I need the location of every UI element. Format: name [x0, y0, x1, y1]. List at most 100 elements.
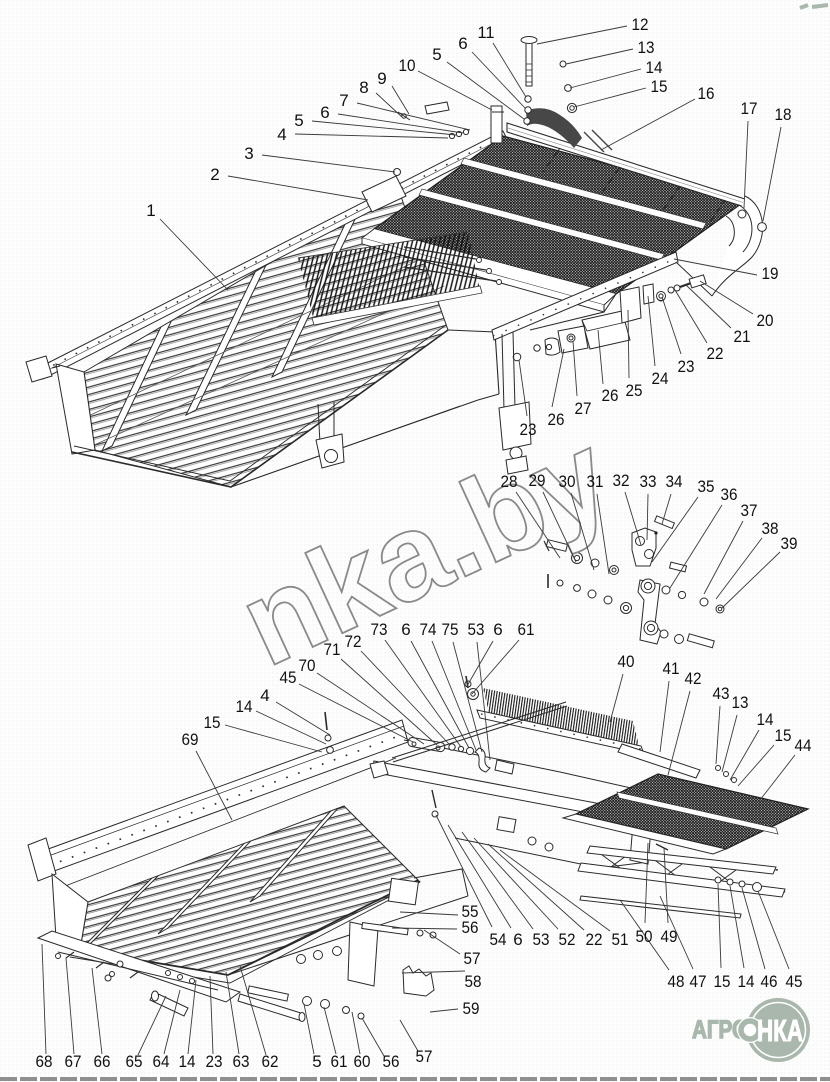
- svg-text:31: 31: [587, 472, 604, 491]
- svg-text:20: 20: [757, 311, 774, 330]
- svg-text:50: 50: [636, 927, 653, 946]
- svg-text:56: 56: [462, 918, 479, 937]
- svg-text:57: 57: [464, 949, 481, 968]
- svg-text:19: 19: [762, 264, 779, 283]
- svg-text:71: 71: [324, 640, 341, 659]
- svg-text:14: 14: [179, 1052, 196, 1071]
- svg-text:7: 7: [339, 91, 348, 110]
- svg-text:10: 10: [399, 56, 416, 75]
- svg-text:66: 66: [94, 1052, 111, 1071]
- svg-text:8: 8: [359, 78, 368, 97]
- svg-text:60: 60: [354, 1052, 371, 1071]
- svg-text:23: 23: [520, 420, 537, 439]
- svg-text:41: 41: [663, 659, 680, 678]
- svg-text:45: 45: [280, 668, 297, 687]
- svg-text:75: 75: [442, 620, 459, 639]
- svg-text:38: 38: [762, 519, 779, 538]
- svg-text:74: 74: [420, 620, 437, 639]
- svg-text:6: 6: [513, 930, 522, 949]
- svg-text:67: 67: [65, 1052, 82, 1071]
- svg-text:40: 40: [618, 652, 635, 671]
- svg-text:4: 4: [277, 125, 286, 144]
- svg-text:17: 17: [741, 99, 758, 118]
- svg-text:33: 33: [640, 472, 657, 491]
- svg-text:45: 45: [786, 972, 803, 991]
- svg-text:73: 73: [371, 620, 388, 639]
- svg-text:НКА: НКА: [757, 1013, 803, 1048]
- svg-text:49: 49: [661, 927, 678, 946]
- svg-text:6: 6: [493, 620, 502, 639]
- svg-text:14: 14: [646, 58, 663, 77]
- svg-text:59: 59: [463, 999, 480, 1018]
- svg-text:58: 58: [465, 972, 482, 991]
- svg-text:72: 72: [345, 632, 362, 651]
- svg-text:14: 14: [757, 710, 774, 729]
- svg-text:9: 9: [377, 69, 386, 88]
- svg-text:30: 30: [559, 472, 576, 491]
- svg-text:51: 51: [612, 930, 629, 949]
- svg-text:15: 15: [775, 726, 792, 745]
- svg-text:26: 26: [602, 386, 619, 405]
- svg-text:69: 69: [182, 730, 199, 749]
- svg-text:68: 68: [36, 1052, 53, 1071]
- svg-text:61: 61: [331, 1052, 348, 1071]
- svg-text:29: 29: [529, 471, 546, 490]
- svg-text:5: 5: [312, 1052, 321, 1071]
- svg-text:6: 6: [458, 34, 467, 53]
- svg-text:16: 16: [698, 84, 715, 103]
- svg-text:25: 25: [626, 381, 643, 400]
- svg-text:23: 23: [206, 1052, 223, 1071]
- svg-text:52: 52: [559, 930, 576, 949]
- svg-text:42: 42: [685, 669, 702, 688]
- svg-text:55: 55: [462, 902, 479, 921]
- svg-text:36: 36: [721, 485, 738, 504]
- svg-text:24: 24: [652, 369, 669, 388]
- svg-text:28: 28: [501, 472, 518, 491]
- svg-text:62: 62: [262, 1052, 279, 1071]
- svg-text:56: 56: [383, 1052, 400, 1071]
- svg-text:15: 15: [651, 77, 668, 96]
- svg-text:21: 21: [734, 327, 751, 346]
- svg-text:23: 23: [678, 357, 695, 376]
- svg-text:34: 34: [666, 472, 683, 491]
- svg-text:26: 26: [548, 410, 565, 429]
- svg-text:27: 27: [575, 399, 592, 418]
- svg-text:35: 35: [698, 477, 715, 496]
- svg-text:18: 18: [775, 105, 792, 124]
- svg-text:47: 47: [690, 972, 707, 991]
- svg-text:57: 57: [416, 1047, 433, 1066]
- svg-text:39: 39: [781, 534, 798, 553]
- svg-text:46: 46: [761, 972, 778, 991]
- svg-text:22: 22: [707, 344, 724, 363]
- svg-text:54: 54: [490, 930, 507, 949]
- svg-text:15: 15: [204, 713, 221, 732]
- svg-text:44: 44: [795, 736, 812, 755]
- svg-text:37: 37: [741, 501, 758, 520]
- svg-text:4: 4: [260, 686, 269, 705]
- svg-text:64: 64: [153, 1052, 170, 1071]
- svg-text:13: 13: [638, 38, 655, 57]
- svg-text:5: 5: [432, 45, 441, 64]
- svg-text:53: 53: [533, 930, 550, 949]
- svg-text:6: 6: [320, 103, 329, 122]
- svg-text:5: 5: [294, 111, 303, 130]
- svg-text:1: 1: [146, 201, 155, 220]
- svg-text:3: 3: [244, 144, 253, 163]
- svg-text:6: 6: [401, 620, 410, 639]
- svg-text:14: 14: [738, 972, 755, 991]
- svg-text:48: 48: [668, 972, 685, 991]
- svg-text:14: 14: [236, 697, 253, 716]
- svg-text:70: 70: [299, 656, 316, 675]
- svg-text:53: 53: [468, 620, 485, 639]
- svg-text:32: 32: [613, 471, 630, 490]
- svg-text:15: 15: [714, 972, 731, 991]
- svg-text:61: 61: [518, 620, 535, 639]
- svg-text:2: 2: [210, 165, 219, 184]
- svg-text:65: 65: [126, 1052, 143, 1071]
- svg-text:43: 43: [713, 684, 730, 703]
- svg-text:11: 11: [478, 23, 495, 42]
- svg-text:13: 13: [732, 693, 749, 712]
- svg-text:12: 12: [632, 15, 649, 34]
- svg-text:63: 63: [233, 1052, 250, 1071]
- svg-text:22: 22: [586, 930, 603, 949]
